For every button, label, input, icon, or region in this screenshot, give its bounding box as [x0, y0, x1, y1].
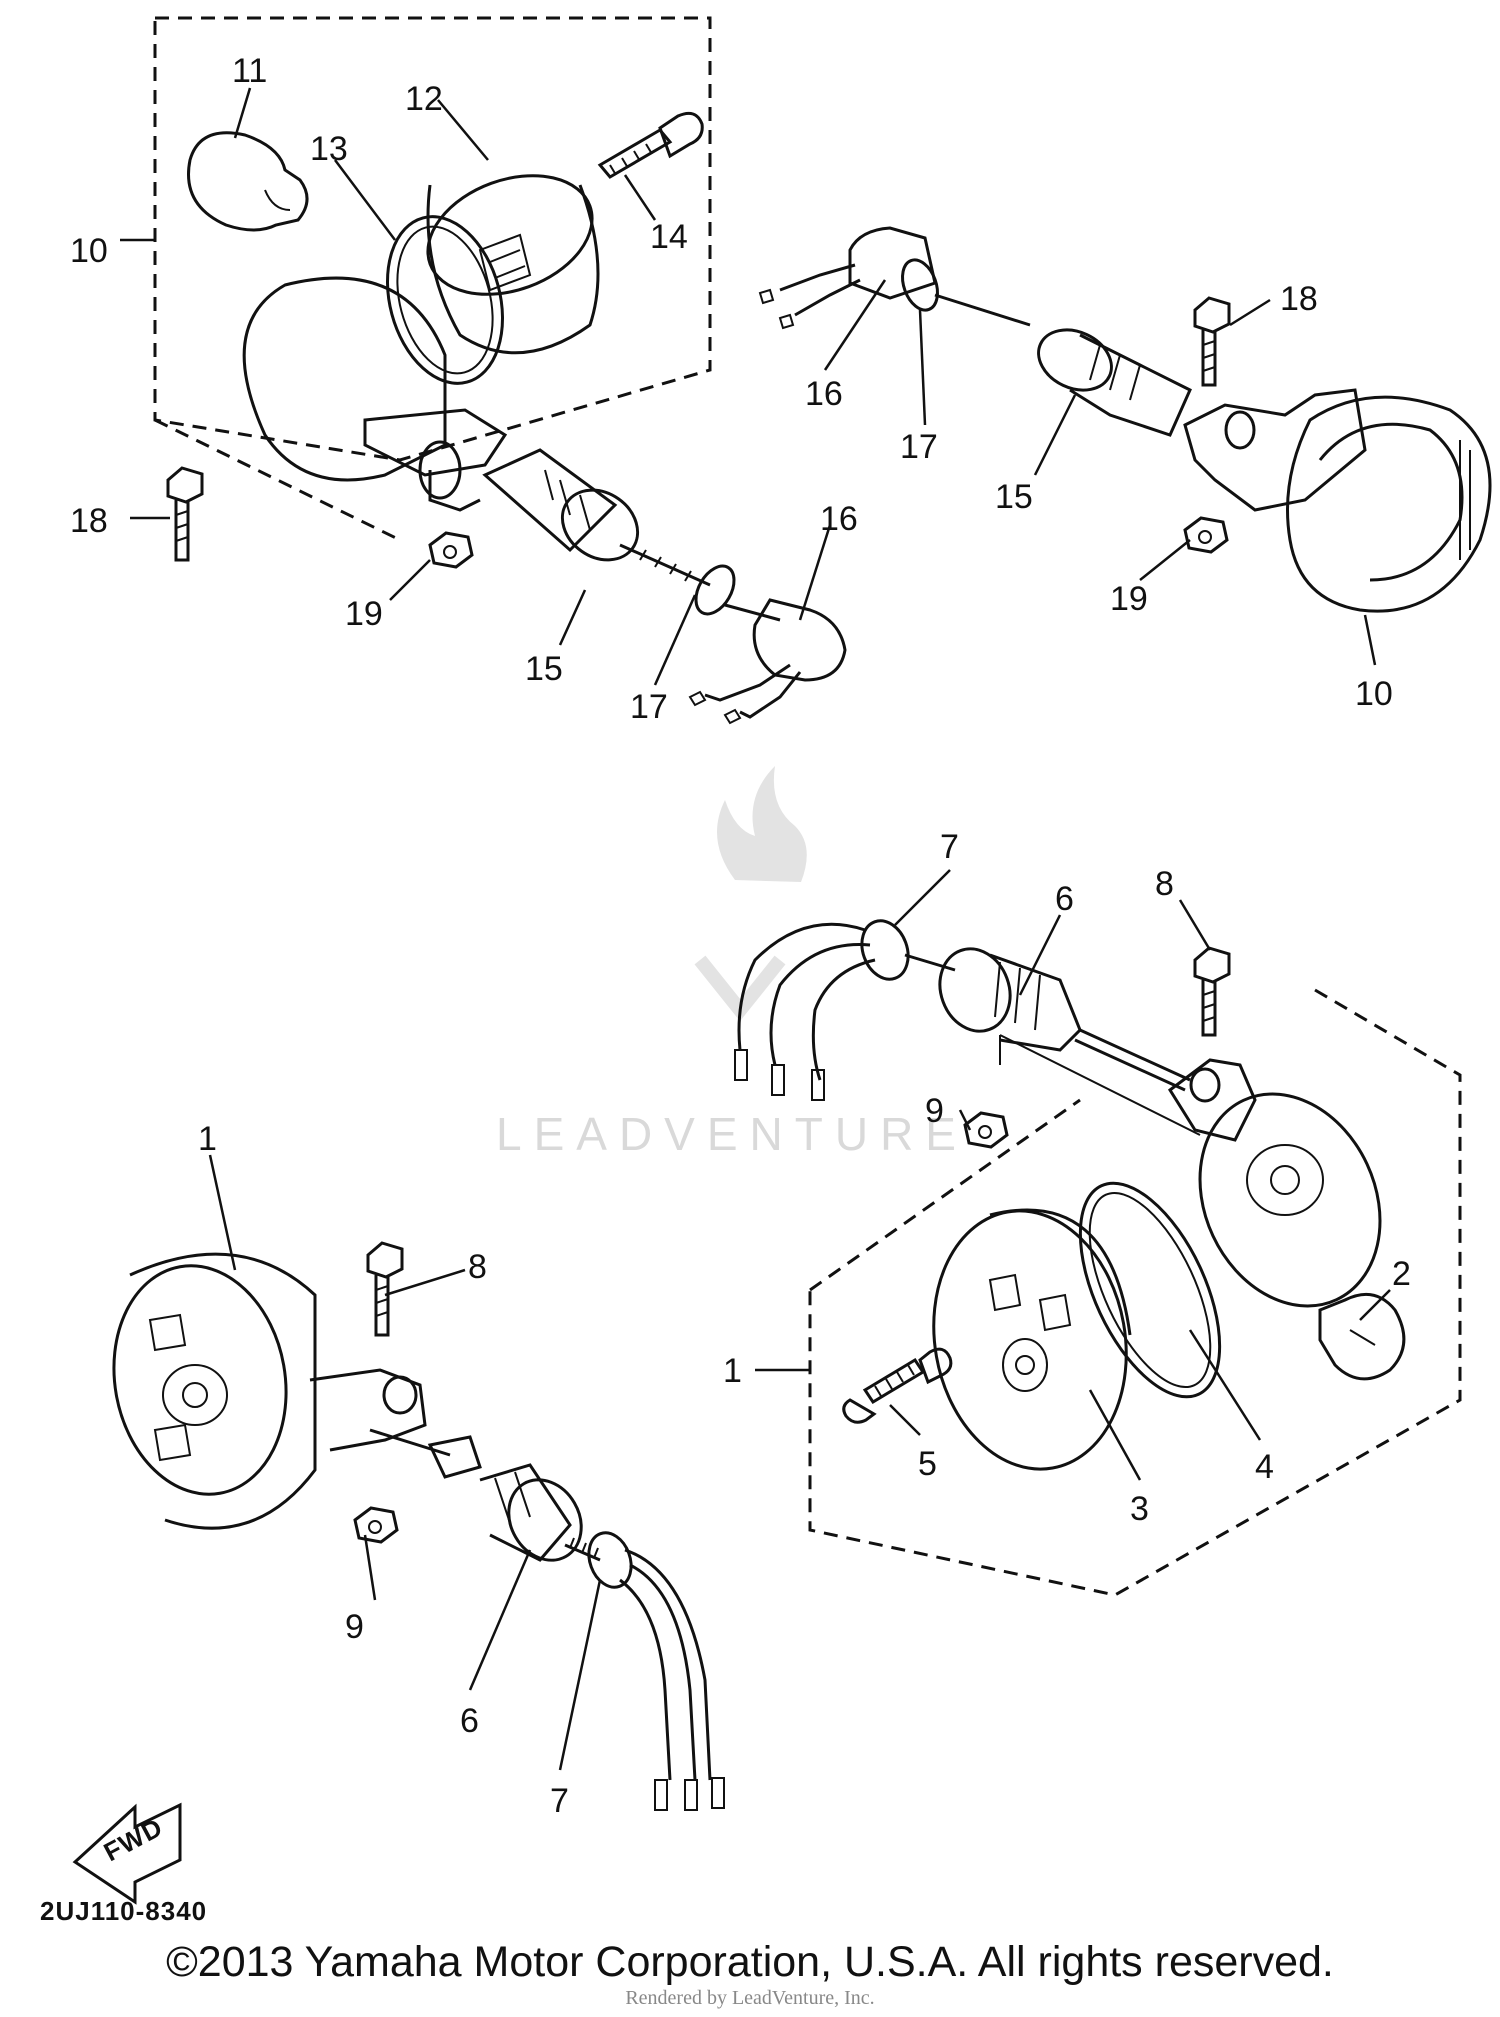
housing-1-right	[1167, 1058, 1382, 1308]
nut-9-left	[353, 1506, 399, 1544]
gasket-4	[1078, 1181, 1222, 1399]
housing-10-top-right	[1183, 388, 1492, 613]
bolt-8-left	[366, 1241, 404, 1337]
wire-right	[934, 293, 1031, 327]
callout-11: 11	[232, 52, 267, 90]
callout-16-right: 16	[805, 375, 843, 413]
assembly-bottom-left	[112, 1241, 725, 1811]
assembly-top-left	[153, 16, 847, 725]
callout-4: 4	[1255, 1448, 1274, 1486]
callout-17-right: 17	[900, 428, 938, 466]
bolt-18-left	[166, 466, 204, 562]
cord-16-left	[688, 598, 847, 725]
wire-left	[619, 543, 711, 587]
fwd-arrow-icon: FWD	[72, 1802, 182, 1905]
callout-17-left: 17	[630, 688, 668, 726]
callout-9-left: 9	[345, 1608, 364, 1646]
cord-16-right	[758, 226, 937, 330]
bolt-8-right	[1193, 946, 1231, 1037]
socket-6-right	[904, 947, 1082, 1052]
rendered-by-notice: Rendered by LeadVenture, Inc.	[625, 1987, 875, 2009]
callout-6-right: 6	[1055, 880, 1074, 918]
callouts: 11 12 13 10 14 18 19 15 17 16 16 17 15 1…	[70, 52, 1411, 1820]
callout-18-left: 18	[70, 502, 108, 540]
callout-18-right: 18	[1280, 280, 1318, 318]
assembly-bottom-right	[734, 919, 1462, 1597]
callout-1-left: 1	[198, 1120, 217, 1158]
callout-8-right: 8	[1155, 865, 1174, 903]
watermark-text: LEADVENTURE	[496, 1108, 968, 1160]
callout-19-right: 19	[1110, 580, 1148, 618]
lens-12	[426, 174, 600, 355]
callout-8-left: 8	[468, 1248, 487, 1286]
nut-19-right	[1183, 516, 1229, 554]
cord-7-right	[734, 919, 910, 1101]
bolt-18-right	[1193, 296, 1231, 387]
callout-14: 14	[650, 218, 688, 256]
wire-bottom-left	[564, 1537, 601, 1562]
callout-7-left: 7	[550, 1782, 569, 1820]
fwd-label: FWD	[99, 1812, 168, 1868]
callout-5: 5	[918, 1445, 937, 1483]
callout-6-left: 6	[460, 1702, 479, 1740]
callout-16-left: 16	[820, 500, 858, 538]
callout-7-right: 7	[940, 828, 959, 866]
callout-9-right: 9	[925, 1092, 944, 1130]
grommet-17-right	[901, 258, 939, 312]
copyright-notice: ©2013 Yamaha Motor Corporation, U.S.A. A…	[166, 1938, 1334, 1986]
wire-bottom-right	[1074, 1028, 1191, 1092]
bulb-11	[187, 131, 309, 232]
nut-9-right	[963, 1111, 1009, 1149]
cord-7-left	[587, 1531, 725, 1811]
callout-13: 13	[310, 130, 348, 168]
socket-6-left	[369, 1428, 583, 1562]
gasket-13	[385, 215, 505, 385]
callout-3: 3	[1130, 1490, 1149, 1528]
callout-10-top-left: 10	[70, 232, 108, 270]
assembly-top-right	[758, 226, 1492, 613]
callout-2: 2	[1392, 1255, 1411, 1293]
grommet-17-left	[694, 564, 736, 616]
bulb-2	[1318, 1292, 1406, 1381]
callout-1-right: 1	[723, 1352, 742, 1390]
callout-10-top-right: 10	[1355, 675, 1393, 713]
screw-5	[842, 1347, 953, 1424]
callout-12: 12	[405, 80, 443, 118]
leader-lines	[120, 87, 1391, 1771]
socket-15-left	[482, 448, 640, 562]
callout-19-left: 19	[345, 595, 383, 633]
screw-14	[597, 111, 704, 179]
housing-10-top-left	[242, 276, 508, 512]
callout-15-left: 15	[525, 650, 563, 688]
callout-15-right: 15	[995, 478, 1033, 516]
lens-3	[932, 1208, 1132, 1471]
socket-15-right	[1037, 328, 1192, 437]
housing-1-left	[112, 1252, 427, 1530]
nut-19-left	[428, 531, 474, 569]
diagram-code: 2UJ110-8340	[40, 1896, 207, 1926]
